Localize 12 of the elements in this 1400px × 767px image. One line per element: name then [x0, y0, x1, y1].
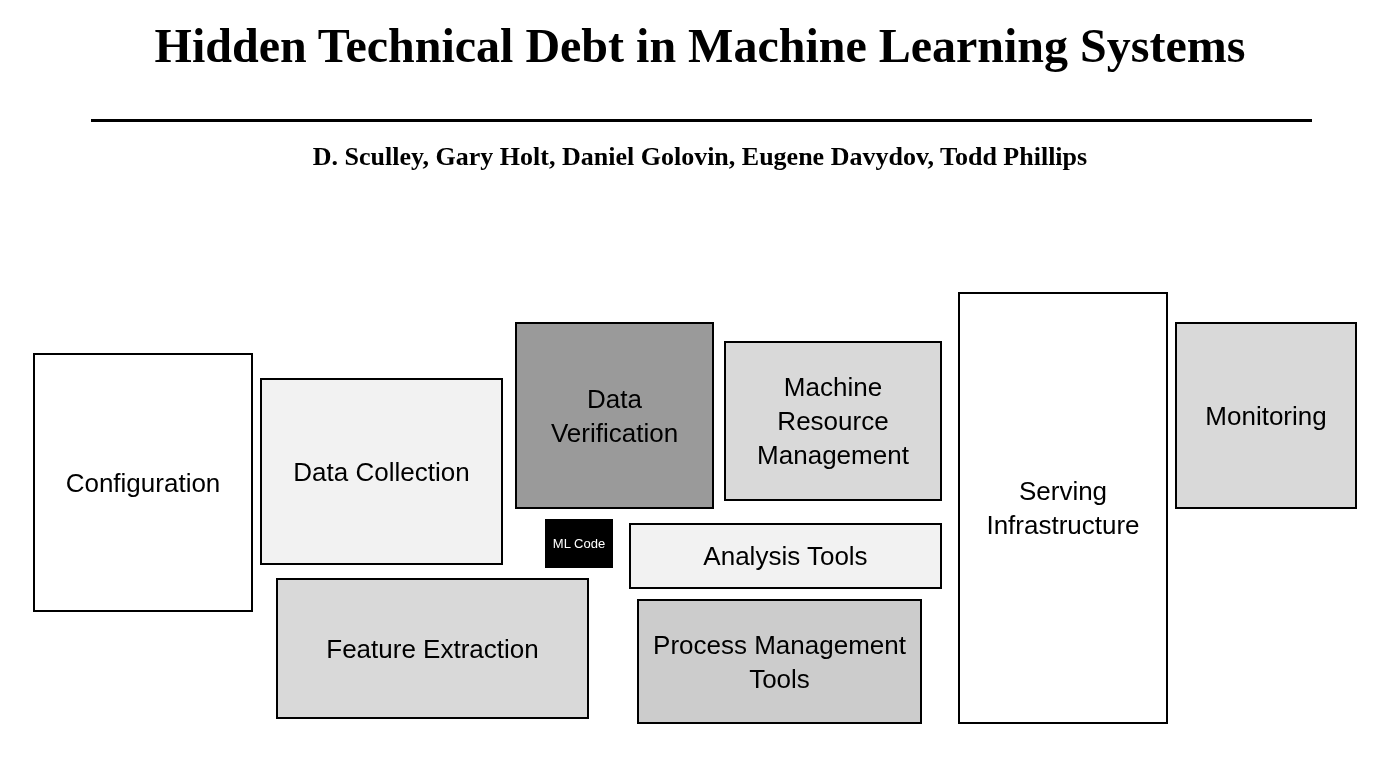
- author-list: D. Sculley, Gary Holt, Daniel Golovin, Eugene Davydov, Todd Phillips: [0, 142, 1400, 172]
- component-block: Data Collection: [260, 378, 503, 565]
- component-block: Monitoring: [1175, 322, 1357, 509]
- component-block: Feature Extraction: [276, 578, 589, 719]
- paper-title: Hidden Technical Debt in Machine Learning Systems: [153, 18, 1247, 73]
- component-block: Process Management Tools: [637, 599, 922, 724]
- component-block: Configuration: [33, 353, 253, 612]
- component-block: Analysis Tools: [629, 523, 942, 589]
- component-block: Serving Infrastructure: [958, 292, 1168, 724]
- core-code-block: ML Code: [545, 519, 613, 568]
- component-block: Data Verification: [515, 322, 714, 509]
- component-block: Machine Resource Management: [724, 341, 942, 501]
